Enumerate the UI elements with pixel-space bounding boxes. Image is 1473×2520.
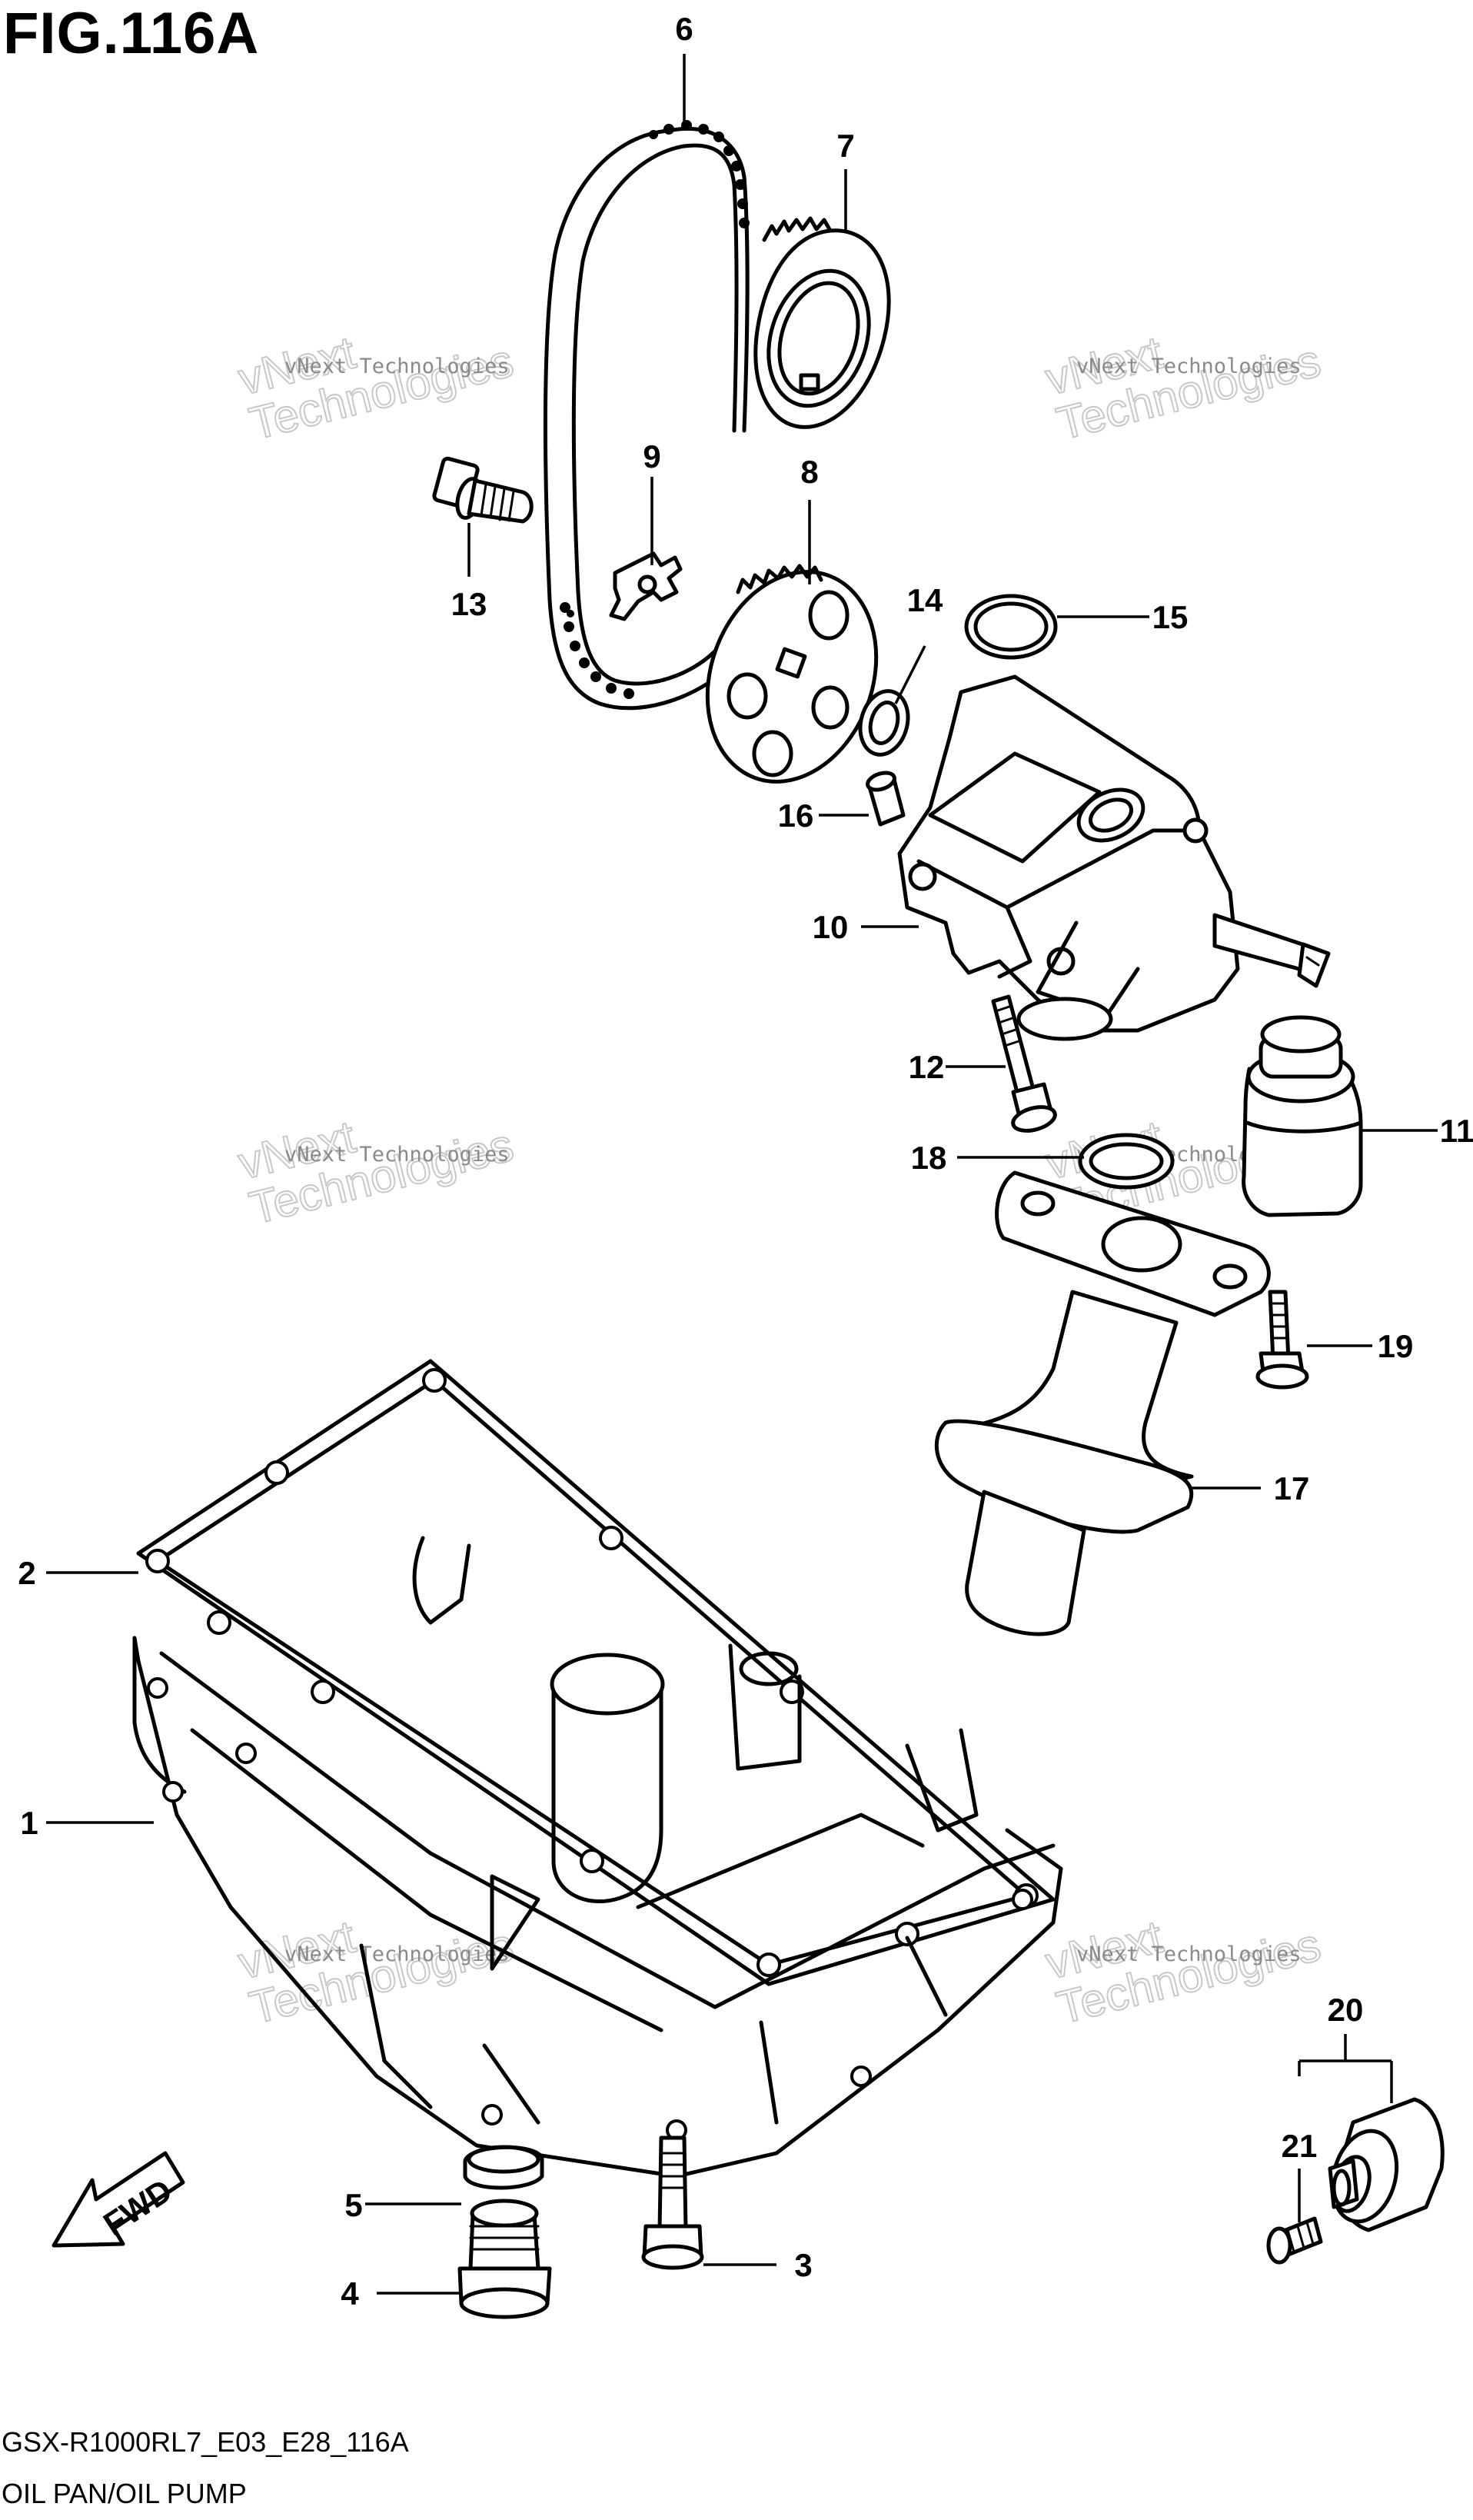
figure-title: FIG.116A: [3, 1, 260, 66]
fwd-arrow-icon: FWD: [52, 2151, 185, 2248]
part-12-bolt: [991, 994, 1057, 1133]
callout-12[interactable]: 12: [909, 1049, 945, 1085]
part-3-bolt: [641, 2136, 704, 2270]
part-17-oil-strainer: [934, 1170, 1271, 1636]
callout-6[interactable]: 6: [675, 11, 693, 47]
part-21-bolt: [1266, 2216, 1323, 2265]
part-1-oil-pan: [132, 1536, 1063, 2179]
part-16-dowel-pin: [866, 771, 906, 827]
leader-lines: [46, 54, 1438, 2295]
callout-labels: 6 7 8 9 13 14 15 16 10 11 12 18 19 17 2 …: [18, 11, 1473, 2312]
part-18-o-ring: [1078, 1133, 1175, 1190]
watermark-text: vNext Technologies: [284, 1143, 510, 1167]
callout-4[interactable]: 4: [341, 2275, 359, 2312]
watermark-text: vNext Technologies: [284, 1942, 510, 1966]
callout-10[interactable]: 10: [813, 909, 849, 945]
diagram-code: GSX-R1000RL7_E03_E28_116A: [2, 2426, 409, 2458]
callout-9[interactable]: 9: [643, 438, 660, 474]
callout-19[interactable]: 19: [1378, 1328, 1414, 1364]
diagram-caption: OIL PAN/OIL PUMP: [2, 2478, 247, 2509]
callout-21[interactable]: 21: [1282, 2128, 1318, 2164]
callout-3[interactable]: 3: [794, 2247, 812, 2283]
part-7-drive-sprocket: [753, 216, 891, 429]
callout-14[interactable]: 14: [907, 582, 943, 618]
part-13-bolt: [432, 456, 534, 524]
part-10-oil-pump: [897, 674, 1331, 1041]
watermark-text: vNext Technologies: [1076, 1942, 1302, 1966]
callout-15[interactable]: 15: [1152, 599, 1189, 635]
part-8-driven-sprocket: [705, 564, 879, 784]
part-20-oil-pressure-switch: [1328, 2097, 1445, 2232]
part-5-gasket: [463, 2145, 544, 2190]
callout-17[interactable]: 17: [1274, 1470, 1310, 1506]
part-11-relief-valve: [1242, 1015, 1363, 1217]
part-4-drain-plug: [457, 2199, 552, 2319]
callout-11[interactable]: 11: [1440, 1113, 1473, 1149]
callout-8[interactable]: 8: [800, 454, 818, 490]
callout-1[interactable]: 1: [20, 1805, 38, 1841]
callout-20[interactable]: 20: [1328, 1992, 1364, 2028]
part-6-oil-pump-chain: [543, 120, 750, 711]
part-9-clip: [609, 551, 683, 621]
callout-7[interactable]: 7: [836, 128, 854, 164]
watermark-text: vNext Technologies: [284, 355, 510, 378]
part-15-o-ring: [964, 594, 1058, 660]
callout-2[interactable]: 2: [18, 1555, 35, 1591]
watermark-text: vNext Technologies: [1076, 355, 1302, 378]
callout-16[interactable]: 16: [778, 797, 814, 834]
callout-5[interactable]: 5: [344, 2187, 362, 2223]
part-19-bolt: [1255, 1290, 1309, 1390]
callout-18[interactable]: 18: [911, 1140, 947, 1176]
callout-13[interactable]: 13: [451, 586, 487, 622]
part-14-o-ring: [858, 689, 910, 757]
